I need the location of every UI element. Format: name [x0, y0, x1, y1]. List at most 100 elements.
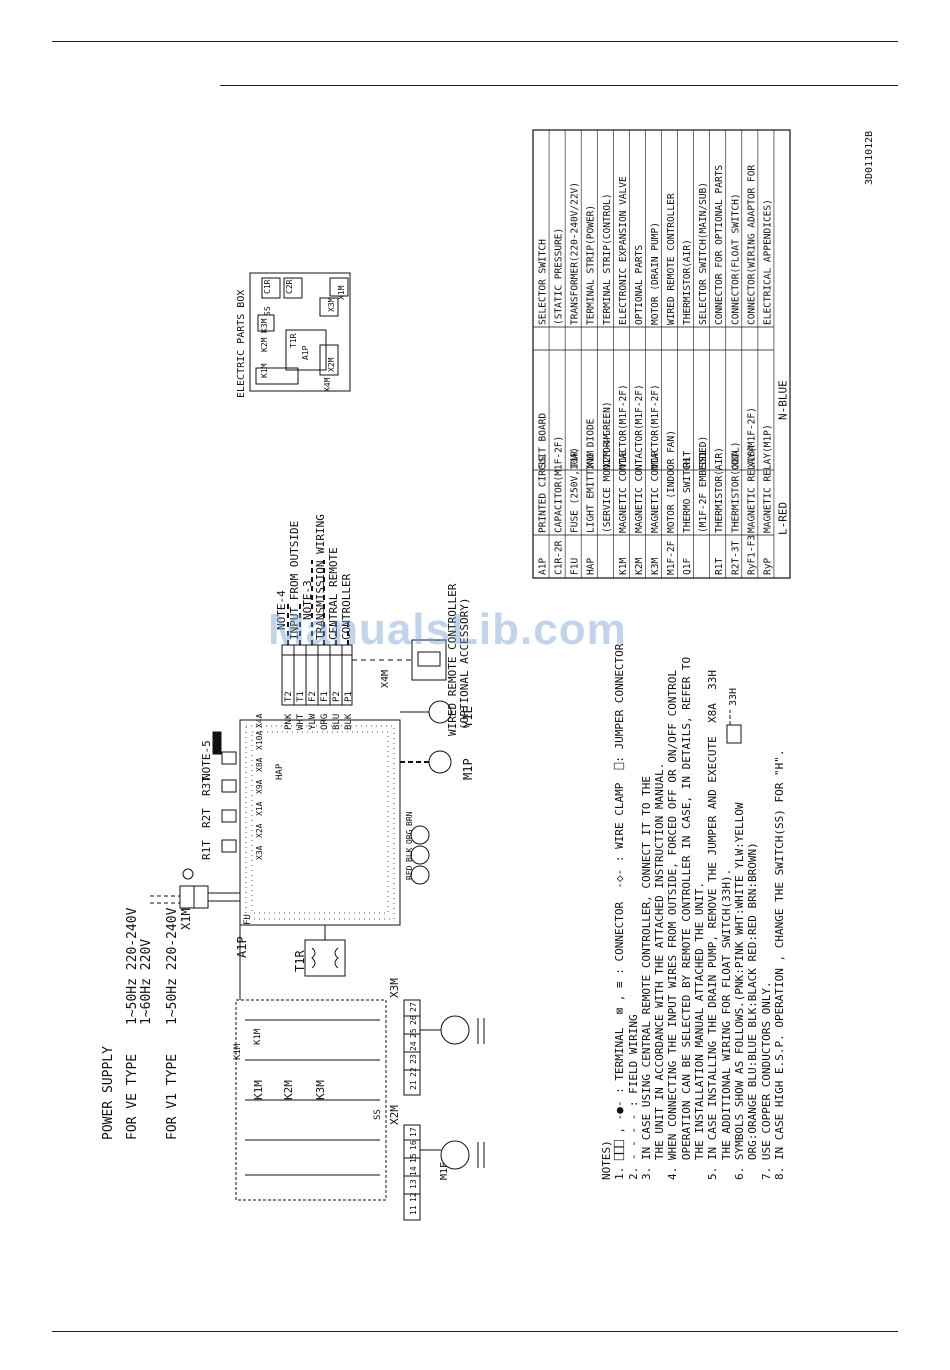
label-r2t: R2T — [200, 808, 213, 828]
legend-cell: OPTIONAL PARTS — [634, 245, 645, 325]
electric-parts-box-title: ELECTRIC PARTS BOX — [236, 290, 247, 398]
legend-cell: FUSE (250V,10A) — [570, 447, 581, 533]
wire-color-label: PNK — [284, 713, 294, 730]
x3m-terminal-number: 27 — [409, 1002, 418, 1012]
legend-cell: LIGHT EMITTING DIODE — [586, 418, 597, 533]
label-t1r: T1R — [293, 950, 307, 972]
ve-line1: 1~50Hz 220-240V — [125, 907, 140, 1025]
terminal-strip-control — [281, 644, 353, 706]
pcb-connector-label: X9A — [255, 779, 264, 794]
legend-cell: X8A — [730, 451, 741, 468]
legend-cell: K3M — [650, 558, 661, 575]
legend-cell: K1M — [618, 558, 629, 575]
legend-cell: F1U — [570, 558, 581, 575]
label-controller: CONTROLLER — [340, 573, 353, 640]
legend-cell: A1P — [538, 558, 549, 575]
label-k1m: K1M — [252, 1080, 265, 1100]
label-r3t: R3T — [200, 776, 213, 796]
epb-part-label: K1M — [260, 363, 269, 378]
top-rule — [52, 41, 898, 42]
legend-cell: RyP — [762, 558, 773, 575]
note-line: 3. IN CASE USING CENTRAL REMOTE CONTROLL… — [639, 776, 653, 1180]
power-supply: POWER SUPPLY FOR VE TYPE 1~50Hz 220-240V… — [101, 907, 180, 1140]
legend-cell: MAGNETIC CONTACTOR(M1F-2F) — [634, 384, 645, 533]
diagram-labels: X1M A1P T1R X3M X2M K1M K2M K3M M1F Y1E … — [179, 514, 739, 1180]
legend-cell: TERMINAL STRIP(POWER) — [586, 205, 597, 325]
label-r1t: R1T — [200, 840, 213, 860]
terminal-label: F1 — [320, 691, 330, 702]
legend-cell: Y1E — [618, 451, 629, 468]
terminal-label: T2 — [284, 691, 294, 702]
label-central-remote: CENTRAL REMOTE — [327, 547, 340, 640]
legend-cell: (M1F-2F EMBEDDED) — [698, 436, 709, 533]
legend-cell: RyF1-F3 — [746, 535, 757, 575]
x2m-terminal-number: 14 — [409, 1166, 418, 1176]
legend-cell: TERMINAL STRIP(CONTROL) — [602, 193, 613, 325]
pcb-connector-label: X3A — [255, 845, 264, 860]
epb-part-label: C2R — [285, 279, 294, 294]
epb-part-label: SS — [263, 306, 272, 316]
note-line: THE INSTALLATION MANUAL ATTACHED THE UNI… — [693, 881, 707, 1180]
wire-color-label: BLK — [344, 713, 354, 730]
terminal-x3m — [403, 999, 421, 1096]
wire-color-label: RED — [405, 865, 414, 880]
label-x2m: X2M — [388, 1105, 401, 1125]
x2m-terminal-number: 13 — [409, 1179, 418, 1189]
legend-cell: CONNECTOR FOR OPTIONAL PARTS — [714, 165, 725, 325]
legend-cell: PRINTED CIRCUIT BOARD — [538, 413, 549, 533]
pcb-connector-label: X1A — [255, 801, 264, 816]
legend-cell: SS1 — [698, 451, 709, 468]
legend-footer-right: N-BLUE — [776, 380, 789, 420]
drain-pump-m1p — [428, 750, 452, 774]
ve-line2: 1~60Hz 220V — [139, 939, 154, 1025]
terminal-label: T1 — [296, 691, 306, 702]
label-optional-accessory: (OPTIONAL ACCESSORY) — [458, 598, 471, 730]
notes-title: NOTES) — [600, 1140, 613, 1180]
note-line: 5. IN CASE INSTALLING THE DRAIN PUMP, RE… — [706, 670, 720, 1180]
x3m-terminal-number: 22 — [409, 1067, 418, 1077]
legend-cell: R2T-3T — [730, 540, 741, 575]
wire-color-label: BLK — [405, 847, 414, 862]
note-line: 6. SYMBOLS SHOW AS FOLLOWS.(PNK:PINK WHT… — [732, 802, 746, 1181]
legend-cell: R1T — [682, 451, 693, 468]
label-33h: 33H — [728, 688, 739, 706]
epb-part-label: K2M — [260, 337, 269, 352]
legend-cell: HAP — [586, 558, 597, 575]
label-input-outside: INPUT FROM OUTSIDE — [288, 521, 301, 640]
note-line: THE UNIT IN ACCORDANCE WITH THE ATTACHED… — [653, 762, 667, 1180]
pcb-connector-label: X8A — [255, 757, 264, 772]
terminal-label: F2 — [308, 691, 318, 702]
label-wired-remote: WIRED REMOTE CONTROLLER — [446, 583, 459, 736]
terminal-label: P2 — [332, 691, 342, 702]
note-line: 1. ⎕⎕⎕ , -●- : TERMINAL ⊠ , ≡ : CONNECTO… — [613, 643, 627, 1180]
legend-cell: M1F-2F — [666, 540, 677, 575]
note-line: OPERATION CAN BE SELECTED BY REMOTE CONT… — [679, 656, 693, 1180]
legend-cell: Q1F — [682, 558, 693, 575]
legend-cell: SELECTOR SWITCH(MAIN/SUB) — [698, 182, 709, 325]
epb-part-label: K3M — [260, 318, 269, 333]
legend-cell: MAGNETIC RELAY(M1F-2F) — [746, 407, 757, 533]
power-supply-title: POWER SUPPLY — [101, 1046, 116, 1140]
legend-cell: (STATIC PRESSURE) — [554, 228, 565, 325]
terminal-label: P1 — [344, 691, 354, 702]
wired-remote — [411, 639, 447, 681]
legend-cell: CONNECTOR(FLOAT SWITCH) — [730, 193, 741, 325]
legend-cell: T1R — [570, 451, 581, 468]
watermark: ManualsLib.com — [268, 605, 627, 654]
transformer-t1r — [304, 939, 346, 977]
epb-part-label: X2M — [327, 357, 336, 372]
pcb-connector-label: X4A — [255, 713, 264, 728]
x3m-terminal-number: 24 — [409, 1041, 418, 1051]
note-line: 7. USE COPPER CONDUCTORS ONLY. — [759, 981, 773, 1180]
legend-cell: THERMISTOR(AIR) — [682, 239, 693, 325]
wire-color-label: BLU — [332, 714, 342, 730]
label-m1f: M1F — [439, 1162, 450, 1180]
ve-label: FOR VE TYPE — [125, 1054, 140, 1140]
pcb-a1p — [239, 719, 401, 926]
x3m-terminal-number: 23 — [409, 1054, 418, 1064]
label-m1p: M1P — [461, 758, 475, 780]
